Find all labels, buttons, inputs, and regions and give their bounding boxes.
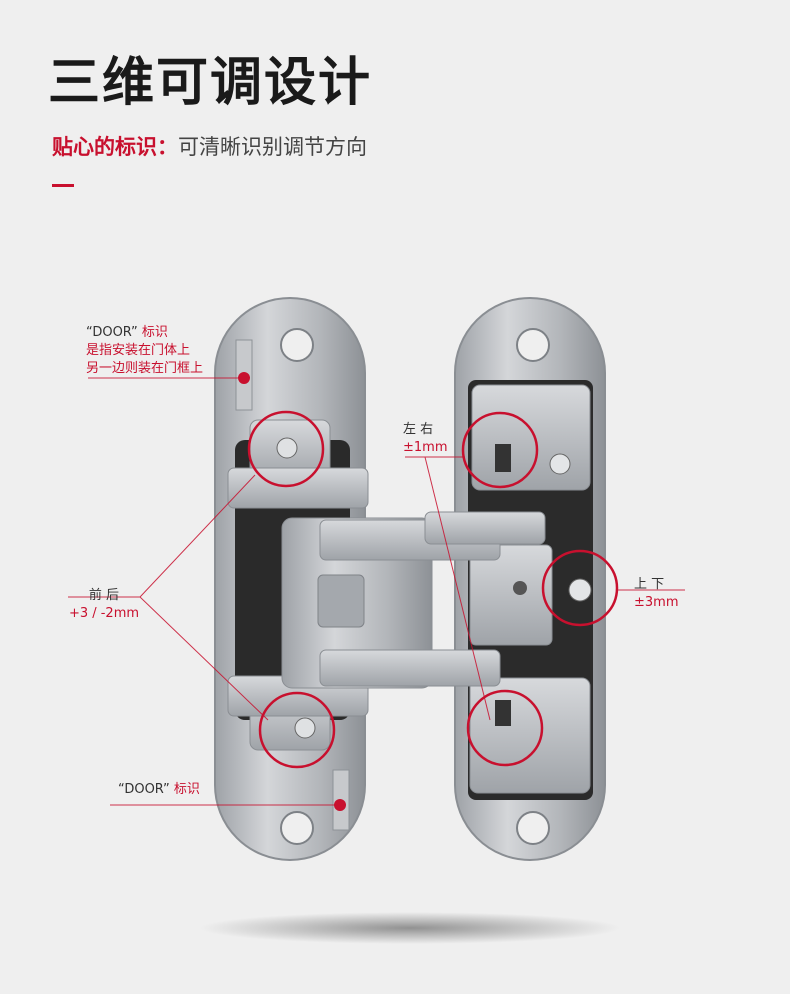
up-down-annotation: 上 下 ±3mm — [634, 576, 679, 612]
door-marker-bottom — [334, 799, 346, 811]
callout-markers — [247, 410, 619, 769]
door-marker-top — [238, 372, 250, 384]
front-back-value: +3 / -2mm — [68, 606, 140, 621]
callout-circle-front-back-top — [247, 410, 325, 488]
door-label-top-line2: 是指安装在门体上 — [86, 343, 191, 358]
leader-lines — [68, 377, 685, 806]
right-leaf — [454, 297, 606, 861]
door-label-bottom-dark: “DOOR” — [118, 782, 170, 797]
up-down-label: 上 下 — [634, 577, 665, 592]
page-subtitle: 贴心的标识：可清晰识别调节方向 — [52, 131, 367, 161]
hinge-arm — [227, 467, 546, 717]
callout-circle-front-back-bottom — [258, 691, 336, 769]
up-down-value: ±3mm — [634, 595, 679, 610]
subtitle-text: 可清晰识别调节方向 — [178, 135, 367, 159]
door-label-bottom: “DOOR” 标识 — [118, 781, 200, 799]
subtitle-accent: 贴心的标识 — [52, 135, 157, 159]
subtitle-separator: ： — [157, 135, 178, 159]
door-label-top: “DOOR” 标识 是指安装在门体上 另一边则装在门框上 — [86, 324, 203, 378]
door-label-top-red: 标识 — [141, 325, 168, 340]
callout-circle-up-down — [541, 549, 619, 627]
door-label-top-line3: 另一边则装在门框上 — [86, 361, 204, 376]
left-right-value: ±1mm — [403, 440, 448, 455]
accent-divider — [52, 184, 74, 187]
door-label-top-dark: “DOOR” — [86, 325, 138, 340]
callout-circle-adjust-bottom — [466, 689, 544, 767]
hinge-shadow — [200, 912, 620, 944]
page-title: 三维可调设计 — [48, 53, 373, 113]
left-right-annotation: 左 右 ±1mm — [403, 421, 448, 457]
front-back-annotation: 前 后 +3 / -2mm — [66, 587, 142, 623]
door-label-bottom-red: 标识 — [173, 782, 200, 797]
front-back-label: 前 后 — [88, 588, 120, 603]
left-right-label: 左 右 — [403, 422, 434, 437]
callout-circle-left-right — [461, 411, 539, 489]
